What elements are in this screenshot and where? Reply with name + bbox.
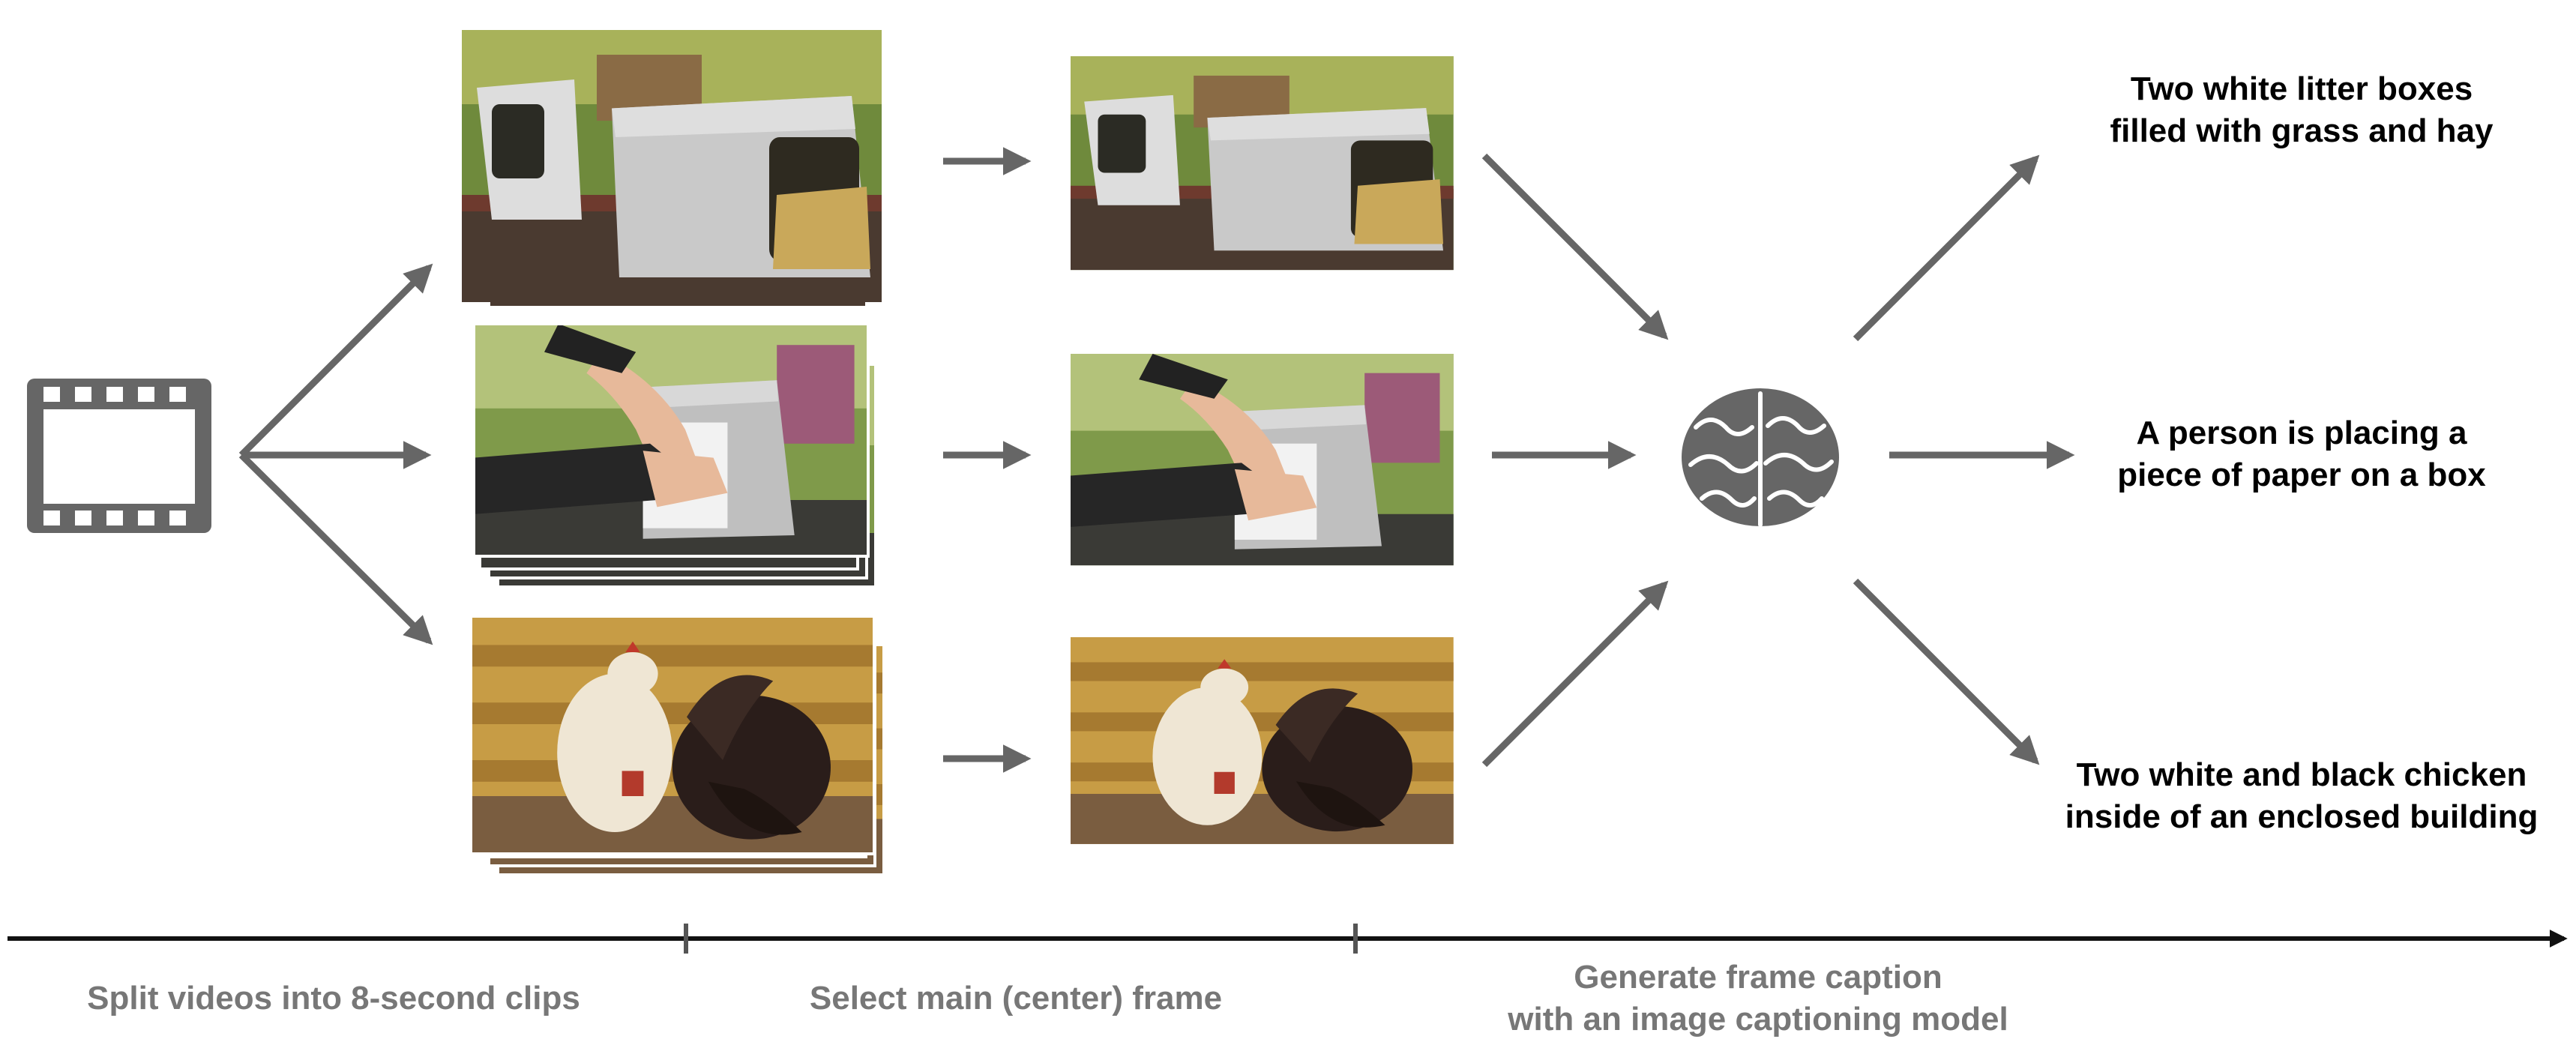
caption-line: Two white and black chicken	[2076, 756, 2527, 793]
center-frame-chickens	[1071, 637, 1454, 844]
caption-arrows	[1853, 154, 2075, 765]
brain-icon	[1682, 388, 1839, 527]
caption-line: piece of paper on a box	[2117, 457, 2486, 493]
clip-stack-chickens	[469, 615, 885, 876]
center-frame-paper	[1071, 354, 1454, 566]
caption-line: filled with grass and hay	[2110, 112, 2494, 149]
center-frame-boxes	[1071, 56, 1454, 271]
caption-chickens: Two white and black chicken inside of an…	[2024, 754, 2576, 838]
caption-line: inside of an enclosed building	[2065, 798, 2539, 835]
stage-line: with an image captioning model	[1508, 1001, 2008, 1038]
stage-label-select: Select main (center) frame	[705, 978, 1327, 1020]
timeline	[7, 924, 2568, 954]
caption-line: Two white litter boxes	[2130, 70, 2473, 107]
film-strip-icon	[27, 379, 211, 533]
stage-line: Split videos into 8-second clips	[87, 980, 580, 1017]
stage-label-caption: Generate frame caption with an image cap…	[1439, 957, 2077, 1041]
converge-arrows	[1481, 153, 1669, 768]
select-arrows	[943, 147, 1032, 773]
caption-line: A person is placing a	[2136, 415, 2467, 451]
clip-stack-boxes	[462, 30, 882, 309]
stage-label-split: Split videos into 8-second clips	[22, 978, 645, 1020]
caption-litter-boxes: Two white litter boxes filled with grass…	[2024, 68, 2576, 152]
stage-line: Select main (center) frame	[809, 980, 1223, 1017]
caption-paper-box: A person is placing a piece of paper on …	[2024, 412, 2576, 496]
split-arrows	[238, 263, 433, 645]
clip-stack-paper	[472, 322, 877, 588]
stage-line: Generate frame caption	[1574, 959, 1942, 996]
